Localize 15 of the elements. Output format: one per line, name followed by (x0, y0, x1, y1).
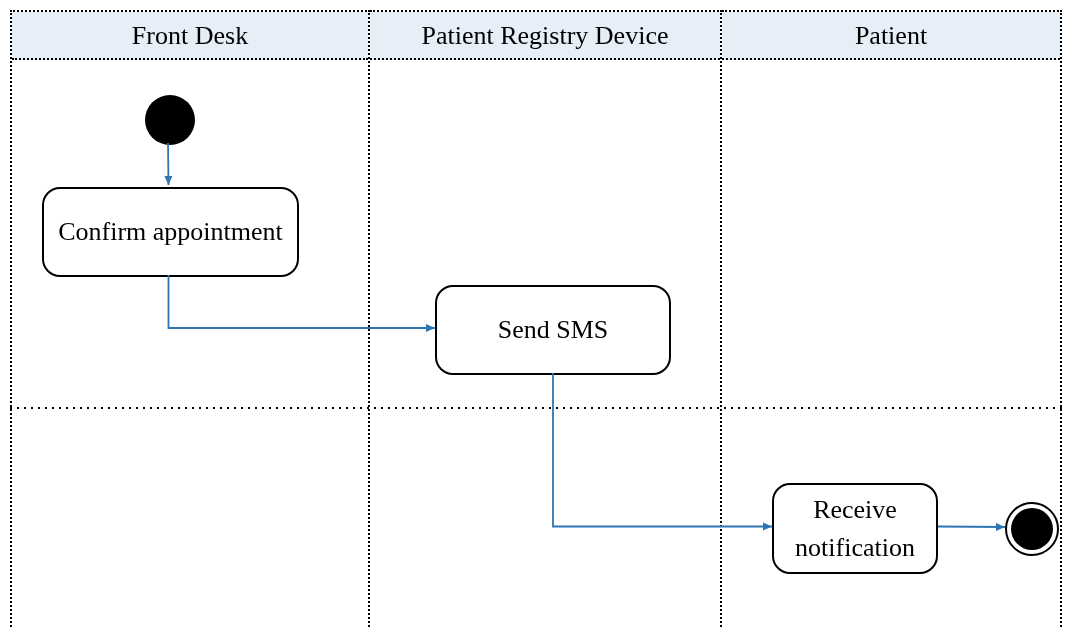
arrow (167, 274, 436, 332)
action-box: Confirm appointment (42, 187, 299, 277)
lane-header: Front Desk (12, 12, 368, 60)
action-box: Receive notification (772, 483, 938, 574)
lane-header: Patient Registry Device (370, 12, 720, 60)
arrow (164, 142, 173, 186)
arrow (937, 522, 1006, 531)
lane-header: Patient (722, 12, 1060, 60)
end-node (1005, 502, 1059, 556)
swimlane (10, 10, 370, 629)
action-box: Send SMS (435, 285, 671, 375)
start-node (145, 95, 195, 145)
swimlane (370, 10, 722, 629)
arrow (552, 372, 773, 531)
swimlane (722, 10, 1062, 629)
